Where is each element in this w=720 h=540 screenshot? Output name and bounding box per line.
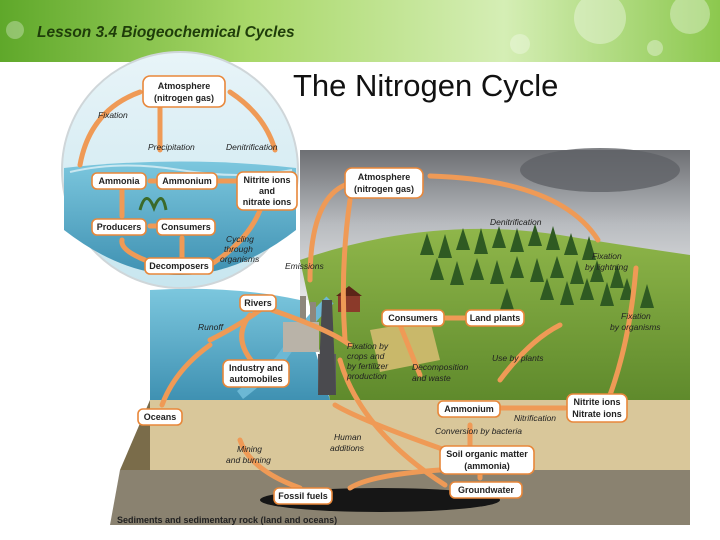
nitrate-ions-label: Nitrate ions — [572, 409, 622, 419]
soil-layer — [150, 400, 690, 470]
storm-cloud — [520, 148, 680, 192]
inset-denitrification-label: Denitrification — [226, 142, 278, 152]
inset-atmosphere-box — [142, 75, 226, 108]
fixation-organisms-1: Fixation — [621, 311, 651, 321]
fixation-organisms-2: by organisms — [610, 322, 661, 332]
ammonium-box — [437, 400, 501, 418]
inset-nitrite-label: Nitrite ions — [243, 175, 290, 185]
nitrite-ions-label: Nitrite ions — [573, 397, 620, 407]
consumers-box — [381, 309, 445, 327]
decomposition-1: Decomposition — [412, 362, 468, 372]
atmosphere-box — [344, 167, 424, 199]
inset-nitrate-label: nitrate ions — [243, 197, 292, 207]
fixation-lightning-2: by lightning — [585, 262, 628, 272]
road — [318, 300, 336, 395]
inset-consumers-box — [156, 218, 216, 236]
conversion-label: Conversion by bacteria — [435, 426, 522, 436]
inset-ammonium-box — [156, 172, 218, 190]
inset-decomposers-label: Decomposers — [149, 261, 209, 271]
consumers-label: Consumers — [388, 313, 438, 323]
lesson-title: Lesson 3.4 Biogeochemical Cycles — [37, 24, 295, 41]
inset-ammonium-label: Ammonium — [162, 176, 212, 186]
rivers-box — [239, 294, 277, 312]
inset-nitrogen-gas-label: (nitrogen gas) — [154, 93, 214, 103]
slide-title: The Nitrogen Cycle — [293, 68, 559, 103]
inset-fixation-label: Fixation — [98, 110, 128, 120]
inset-cycling-3: organisms — [220, 254, 260, 264]
nitrite-nitrate-box — [566, 393, 628, 423]
nitrification-label: Nitrification — [514, 413, 556, 423]
rivers-label: Rivers — [244, 298, 272, 308]
fixation-crops-2: crops and — [347, 351, 385, 361]
fixation-crops-3: by fertilizer — [347, 361, 389, 371]
inset-precipitation-label: Precipitation — [148, 142, 195, 152]
inset-cycling-2: through — [224, 244, 253, 254]
nitrogen-gas-label: (nitrogen gas) — [354, 184, 414, 194]
inset-producers-box — [91, 218, 147, 236]
inset-cycling-1: Cycling — [226, 234, 254, 244]
industry-box — [222, 359, 290, 388]
sediments-label: Sediments and sedimentary rock (land and… — [117, 515, 337, 525]
oceans-label: Oceans — [144, 412, 177, 422]
land-plants-label: Land plants — [470, 313, 521, 323]
fixation-crops-4: production — [346, 371, 387, 381]
inset-decomposers-box — [144, 257, 214, 275]
inset-ammonia-box — [91, 172, 147, 190]
decomposition-2: and waste — [412, 373, 451, 383]
industry-label-2: automobiles — [229, 374, 282, 384]
inset-ammonia-label: Ammonia — [98, 176, 140, 186]
forest — [420, 224, 654, 310]
mining-label-2: and burning — [226, 455, 271, 465]
soil-organic-matter-box — [439, 445, 535, 475]
land-plants-box — [465, 309, 525, 327]
ammonium-label: Ammonium — [444, 404, 494, 414]
main-arrows — [159, 173, 639, 491]
denitrification-label: Denitrification — [490, 217, 542, 227]
emissions-label: Emissions — [285, 261, 324, 271]
human-additions-1: Human — [334, 432, 362, 442]
industry-label-1: Industry and — [229, 363, 283, 373]
inset-and-label: and — [259, 186, 275, 196]
use-by-plants-label: Use by plants — [492, 353, 544, 363]
soil-organic-matter-label: Soil organic matter — [446, 449, 528, 459]
human-additions-2: additions — [330, 443, 365, 453]
oceans-box — [137, 408, 183, 426]
groundwater-box — [449, 481, 523, 499]
fossil-fuels-label: Fossil fuels — [278, 491, 328, 501]
header-band — [0, 0, 720, 62]
fixation-crops-1: Fixation by — [347, 341, 389, 351]
inset-consumers-label: Consumers — [161, 222, 211, 232]
mining-label-1: Mining — [237, 444, 262, 454]
inset-producers-label: Producers — [97, 222, 142, 232]
atmosphere-label: Atmosphere — [358, 172, 411, 182]
fixation-lightning-1: Fixation — [592, 251, 622, 261]
groundwater-label: Groundwater — [458, 485, 515, 495]
crop-field — [370, 320, 440, 372]
inset-atmosphere-label: Atmosphere — [158, 81, 211, 91]
runoff-label: Runoff — [198, 322, 225, 332]
fossil-fuels-box — [273, 487, 333, 505]
inset-nitrite-box — [236, 171, 298, 211]
soil-ammonia-label: (ammonia) — [464, 461, 510, 471]
